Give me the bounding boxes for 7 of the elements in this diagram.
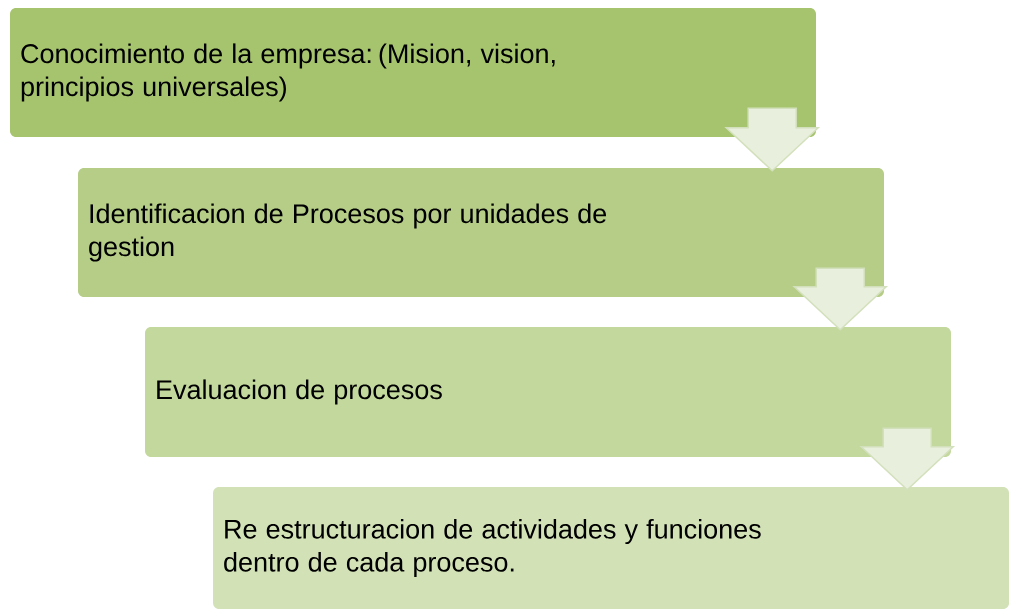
arrow [859, 427, 956, 491]
arrow [792, 267, 889, 331]
process-box: Identificacion de Procesos por unidades de gestion [78, 168, 884, 297]
arrow [724, 107, 821, 172]
process-box: Conocimiento de la empresa: (Mision, vision, principios universales) [10, 8, 816, 137]
process-box: Evaluacion de procesos [145, 327, 951, 457]
process-box: Re estructuracion de actividades y funciones dentro de cada proceso. [213, 487, 1009, 609]
